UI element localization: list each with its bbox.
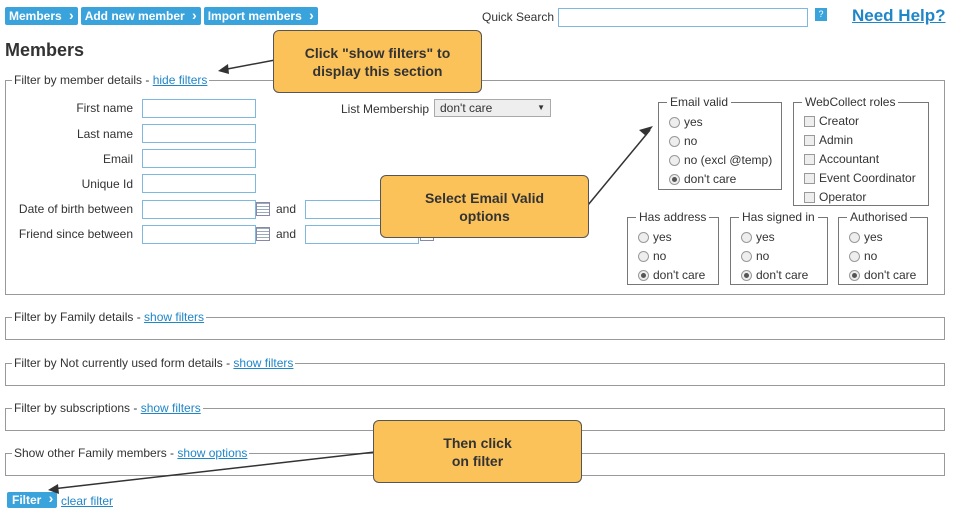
radio[interactable] bbox=[741, 250, 752, 262]
radio[interactable] bbox=[669, 154, 680, 166]
and-label: and bbox=[276, 202, 297, 216]
has-address-title: Has address bbox=[636, 210, 710, 224]
signed-in-title: Has signed in bbox=[739, 210, 818, 224]
callout-filter: Then click on filter bbox=[373, 420, 582, 483]
dob-label: Date of birth between bbox=[18, 202, 133, 216]
email-valid-group: Email valid yes no no (excl @temp) don't… bbox=[658, 95, 782, 190]
family-details-fieldset: Filter by Family details - show filters bbox=[5, 310, 945, 340]
show-options-link[interactable]: show options bbox=[177, 446, 248, 460]
last-name-field[interactable] bbox=[142, 124, 256, 143]
form-details-fieldset: Filter by Not currently used form detail… bbox=[5, 356, 945, 386]
subscriptions-fieldset: Filter by subscriptions - show filters bbox=[5, 401, 945, 431]
radio[interactable] bbox=[669, 135, 680, 147]
radio[interactable] bbox=[638, 250, 649, 262]
authorised-group: Authorised yes no don't care bbox=[838, 210, 928, 285]
members-button[interactable]: Members bbox=[5, 7, 78, 25]
quick-search-input[interactable] bbox=[558, 8, 808, 27]
callout-email-valid: Select Email Valid options bbox=[380, 175, 589, 238]
radio[interactable] bbox=[669, 116, 680, 128]
radio-selected[interactable] bbox=[849, 269, 860, 281]
email-valid-title: Email valid bbox=[667, 95, 732, 109]
checkbox[interactable] bbox=[804, 134, 815, 146]
calendar-icon[interactable] bbox=[256, 227, 270, 241]
list-membership-label: List Membership bbox=[341, 102, 430, 116]
import-members-button[interactable]: Import members bbox=[203, 7, 318, 25]
radio-selected[interactable] bbox=[741, 269, 752, 281]
calendar-icon[interactable] bbox=[256, 202, 270, 216]
page-title: Members bbox=[5, 40, 85, 60]
first-name-label: First name bbox=[76, 101, 133, 115]
roles-group: WebCollect roles Creator Admin Accountan… bbox=[793, 95, 929, 206]
checkbox[interactable] bbox=[804, 172, 815, 184]
radio-selected[interactable] bbox=[638, 269, 649, 281]
radio[interactable] bbox=[741, 231, 752, 243]
radio[interactable] bbox=[849, 250, 860, 262]
radio-selected[interactable] bbox=[669, 173, 680, 185]
checkbox[interactable] bbox=[804, 115, 815, 127]
email-field[interactable] bbox=[142, 149, 256, 168]
friend-from-field[interactable] bbox=[142, 225, 256, 244]
add-member-button[interactable]: Add new member bbox=[80, 7, 201, 25]
roles-title: WebCollect roles bbox=[802, 95, 899, 109]
signed-in-group: Has signed in yes no don't care bbox=[730, 210, 828, 285]
list-membership-select[interactable]: don't care▼ bbox=[434, 99, 551, 117]
hide-filters-link[interactable]: hide filters bbox=[152, 73, 208, 87]
first-name-field[interactable] bbox=[142, 99, 256, 118]
and-label: and bbox=[276, 227, 297, 241]
unique-id-label: Unique Id bbox=[81, 177, 133, 191]
unique-id-field[interactable] bbox=[142, 174, 256, 193]
help-icon[interactable]: ? bbox=[815, 8, 827, 21]
clear-filter-link[interactable]: clear filter bbox=[61, 494, 114, 508]
need-help-link[interactable]: Need Help? bbox=[852, 6, 946, 25]
checkbox[interactable] bbox=[804, 191, 815, 203]
radio[interactable] bbox=[849, 231, 860, 243]
last-name-label: Last name bbox=[76, 127, 133, 141]
has-address-group: Has address yes no don't care bbox=[627, 210, 719, 285]
filter-button[interactable]: Filter bbox=[7, 490, 58, 508]
show-filters-link[interactable]: show filters bbox=[144, 310, 205, 324]
email-label: Email bbox=[102, 152, 133, 166]
show-filters-link[interactable]: show filters bbox=[233, 356, 294, 370]
member-details-legend: Filter by member details - bbox=[14, 73, 153, 87]
checkbox[interactable] bbox=[804, 153, 815, 165]
friend-since-label: Friend since between bbox=[18, 227, 133, 241]
show-filters-link[interactable]: show filters bbox=[140, 401, 201, 415]
authorised-title: Authorised bbox=[847, 210, 911, 224]
quick-search-label: Quick Search bbox=[482, 10, 555, 24]
radio[interactable] bbox=[638, 231, 649, 243]
dob-from-field[interactable] bbox=[142, 200, 256, 219]
callout-show-filters: Click "show filters" to display this sec… bbox=[273, 30, 482, 93]
